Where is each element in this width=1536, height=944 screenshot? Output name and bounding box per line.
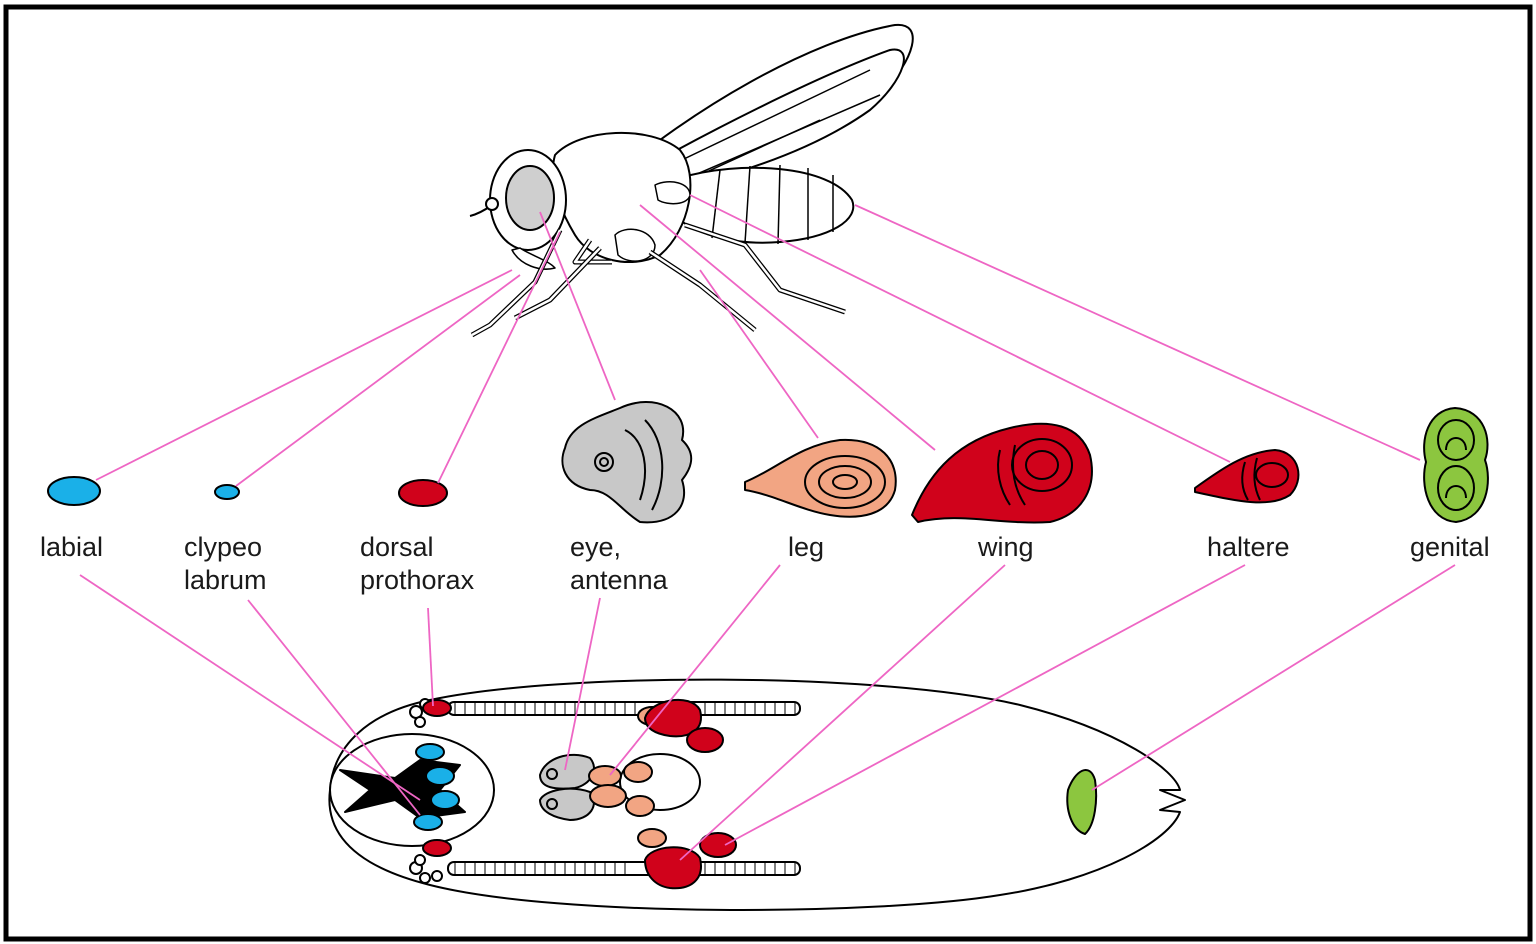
label-genital-line-1: genital [1410,531,1490,564]
label-haltere: haltere [1207,531,1290,564]
label-dorsal-prothorax: dorsal prothorax [360,531,474,597]
label-labial: labial [40,531,103,564]
label-eye-antenna-line-1: eye, [570,531,668,564]
labial-disc [48,477,100,505]
label-wing-line-1: wing [978,531,1034,564]
label-genital: genital [1410,531,1490,564]
genital-disc [1424,408,1488,522]
label-leg-line-1: leg [788,531,824,564]
label-leg: leg [788,531,824,564]
label-dorsal-prothorax-line-2: prothorax [360,564,474,597]
label-clypeo-labrum: clypeo labrum [184,531,267,597]
fly-compound-eye [506,166,554,230]
label-dorsal-prothorax-line-1: dorsal [360,531,474,564]
label-eye-antenna: eye, antenna [570,531,668,597]
label-haltere-line-1: haltere [1207,531,1290,564]
label-clypeo-labrum-line-2: labrum [184,564,267,597]
label-clypeo-labrum-line-1: clypeo [184,531,267,564]
dorsal-prothorax-disc [399,480,447,506]
label-eye-antenna-line-2: antenna [570,564,668,597]
clypeo-labrum-disc [215,485,239,499]
label-labial-line-1: labial [40,531,103,564]
label-wing: wing [978,531,1034,564]
